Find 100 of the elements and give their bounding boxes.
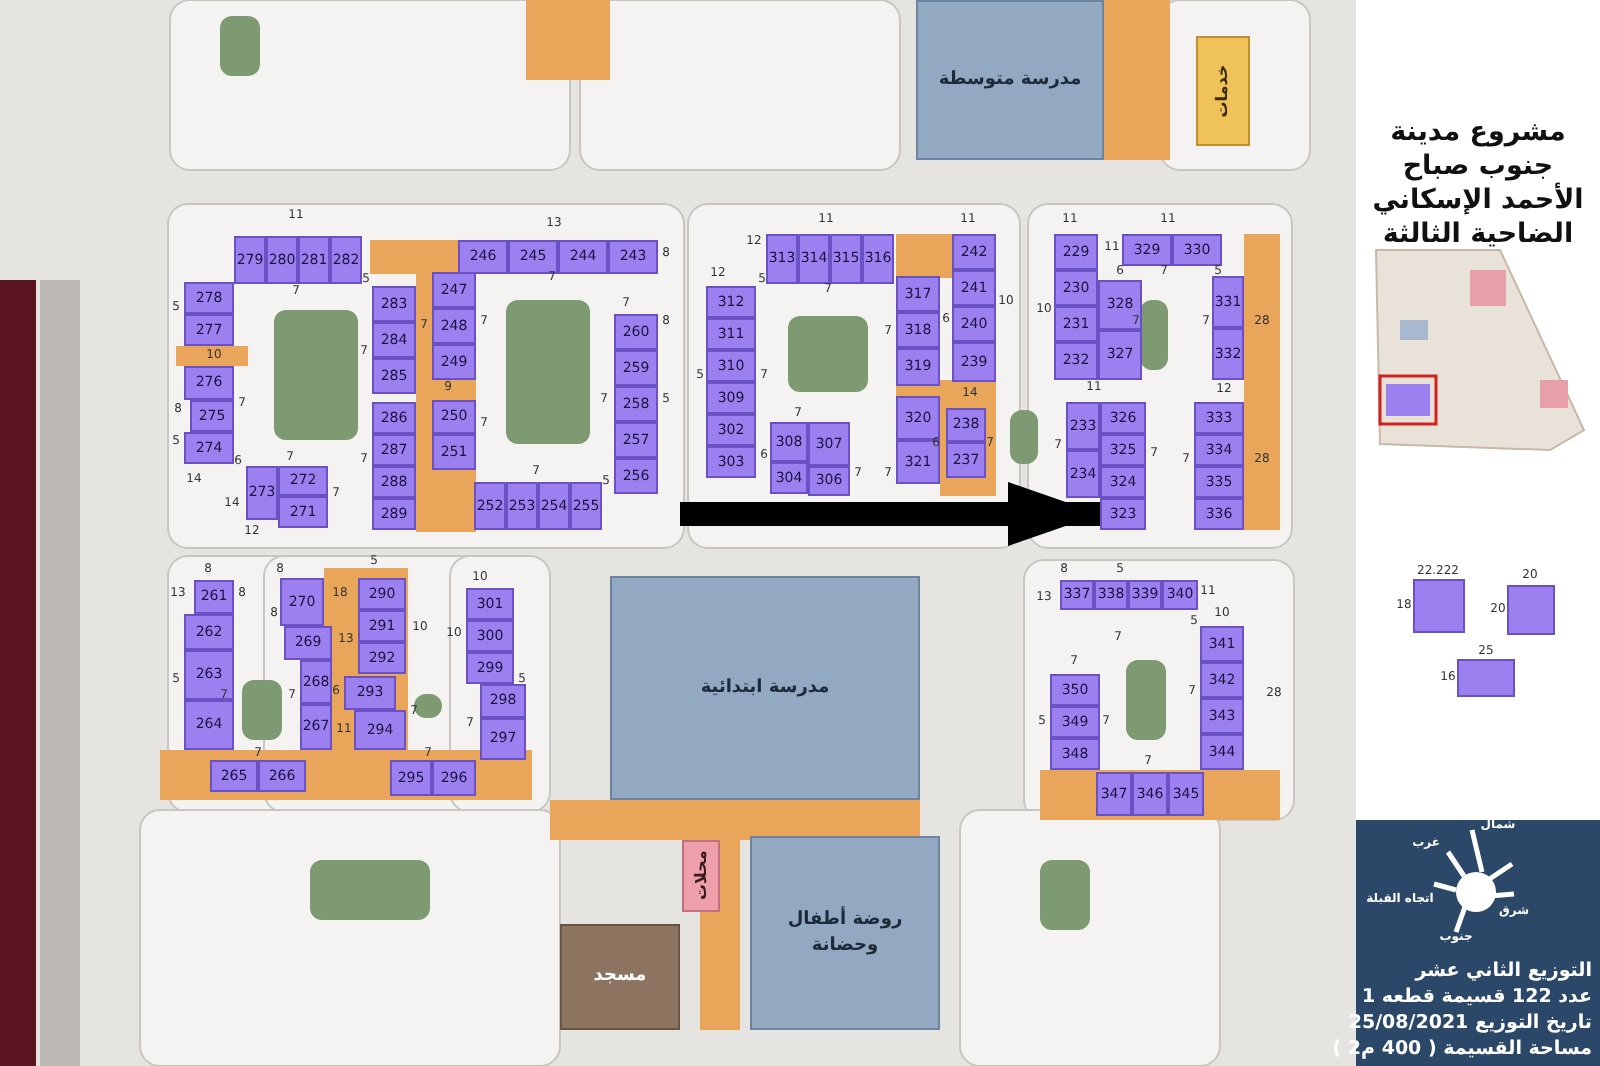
plot-box (390, 760, 432, 796)
plot-box (194, 580, 234, 614)
plot-box (466, 620, 514, 652)
building-label: مسجد (593, 964, 647, 990)
plot-box (210, 760, 258, 792)
plot-box (538, 482, 570, 530)
plot-box (862, 234, 894, 284)
plot-box (1054, 270, 1098, 306)
plot-box (1060, 580, 1094, 610)
plot-box (474, 482, 506, 530)
plot-box (1098, 330, 1142, 380)
arrow (680, 482, 1100, 546)
plot-box (808, 422, 850, 466)
plot-box (432, 760, 476, 796)
plot-box (258, 760, 306, 792)
plot-box (506, 482, 538, 530)
plot-box (1200, 662, 1244, 698)
plot-box (1168, 772, 1204, 816)
building-box (916, 0, 1104, 160)
plot-box (280, 578, 324, 626)
building-label: مدرسة متوسطة (938, 67, 1082, 93)
plot-box (284, 626, 332, 660)
plot-box (372, 286, 416, 322)
plot-box (952, 270, 996, 306)
plot-box (614, 314, 658, 350)
plot-box (1050, 674, 1100, 706)
plot-box (1212, 276, 1244, 328)
plot-box (946, 408, 986, 442)
plot-box (1100, 402, 1146, 434)
plot-box (184, 314, 234, 346)
plot-box (1162, 580, 1198, 610)
building-box (560, 924, 680, 1030)
plot-box (952, 234, 996, 270)
plot-box (458, 240, 508, 274)
building-label: خدمات (1211, 64, 1234, 118)
building-label: مدرسة ابتدائية (700, 675, 830, 701)
plot-box (558, 240, 608, 274)
plot-box (372, 358, 416, 394)
plot-box (1200, 698, 1244, 734)
plot-box (508, 240, 558, 274)
plot-box (946, 442, 986, 478)
building-box (750, 836, 940, 1030)
plot-box (1094, 580, 1128, 610)
plot-box (432, 272, 476, 308)
plot-box (1212, 328, 1244, 380)
distribution-info: عدد 122 قسيمة قطعه 1 (1361, 988, 1592, 1007)
plot-box (372, 322, 416, 358)
plot-box (1066, 450, 1100, 498)
plot-box (1194, 498, 1244, 530)
plot-box (184, 366, 234, 400)
plot-box (358, 642, 406, 674)
plot-box (372, 402, 416, 434)
plot-box (190, 400, 234, 432)
plot-box (952, 342, 996, 382)
plot-box (808, 466, 850, 496)
plot-box (432, 308, 476, 344)
plot-box (770, 422, 808, 462)
building-box (1196, 36, 1250, 146)
plot-box (246, 466, 278, 520)
plot-box (1100, 466, 1146, 498)
distribution-info: التوزيع الثاني عشر (1415, 962, 1592, 981)
plot-box (1194, 434, 1244, 466)
plot-box (1096, 772, 1132, 816)
project-title: مشروع مدينة جنوب صباح الأحمد الإسكاني الضاحية الثالثة (1370, 116, 1586, 251)
plot-box (706, 286, 756, 318)
plot-box (298, 236, 330, 284)
plot-box (184, 282, 234, 314)
plot-box (766, 234, 798, 284)
plot-box (358, 578, 406, 610)
plot-box (798, 234, 830, 284)
plot-box (1200, 734, 1244, 770)
plot-box (896, 396, 940, 440)
plot-box (770, 462, 808, 494)
plot-box (278, 496, 328, 528)
plot-box (300, 704, 332, 750)
plot-box (184, 614, 234, 650)
plot-box (896, 440, 940, 484)
plot-box (432, 400, 476, 434)
plot-box (1050, 706, 1100, 738)
plot-box (330, 236, 362, 284)
plot-box (1200, 626, 1244, 662)
plot-box (480, 684, 526, 718)
plot-box (896, 312, 940, 348)
plot-box (372, 466, 416, 498)
plot-box (1100, 434, 1146, 466)
building-box (682, 840, 720, 912)
plot-box (706, 350, 756, 382)
plot-box (1054, 234, 1098, 270)
plot-box (1128, 580, 1162, 610)
plot-box (1194, 402, 1244, 434)
plot-box (614, 458, 658, 494)
plot-box (432, 434, 476, 470)
plot-box (614, 386, 658, 422)
plot-box (952, 306, 996, 342)
building-label: روضة أطفال وحضانة (785, 907, 905, 959)
plot-box (614, 422, 658, 458)
plot-box (1100, 498, 1146, 530)
plot-box (614, 350, 658, 386)
building-box (610, 576, 920, 800)
plot-box (266, 236, 298, 284)
